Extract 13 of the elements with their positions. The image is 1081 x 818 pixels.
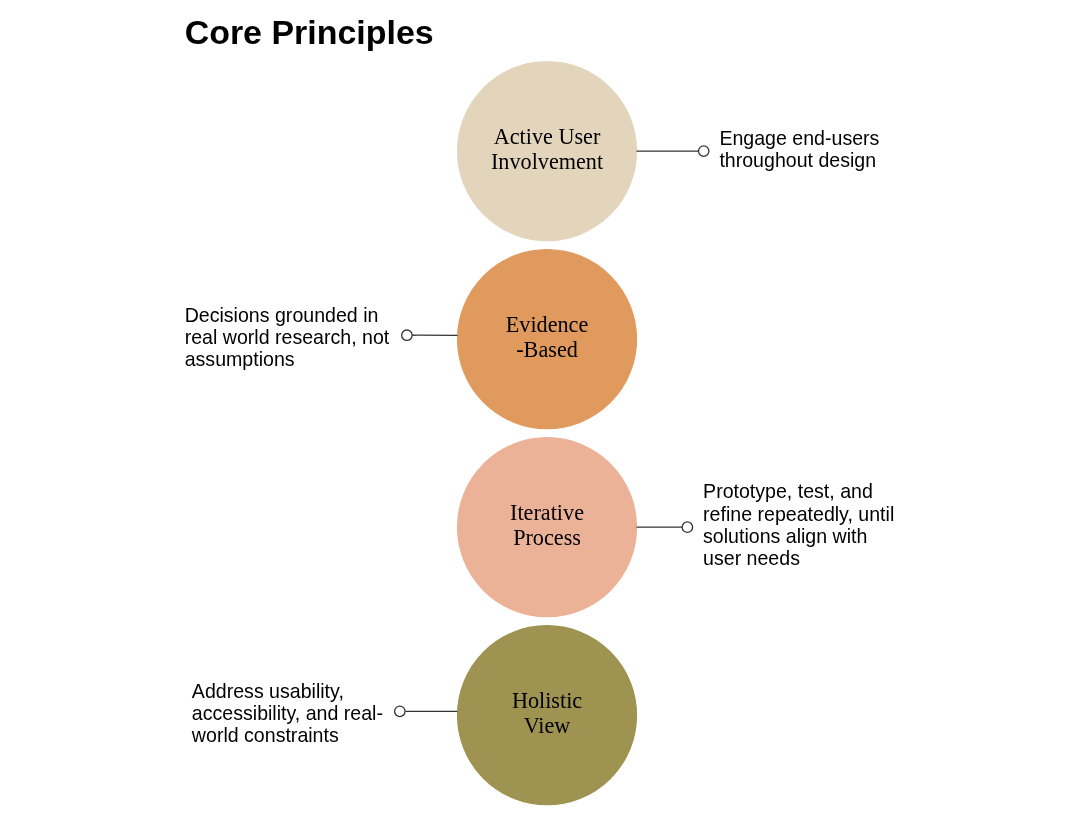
node-circle: Active User Involvement (456, 61, 638, 242)
node-text: Address usability, accessibility, and real-world constraints (191, 679, 384, 746)
connector (635, 521, 694, 534)
diagram-title: Core Principles (184, 13, 434, 52)
node-circle: Evidence -Based (456, 249, 638, 430)
node-circle: Holistic View (456, 625, 638, 806)
connector (635, 145, 710, 157)
node-circle: Iterative Process (456, 437, 638, 618)
node-text: Engage end-users throughout design (719, 126, 880, 171)
node-text: Decisions grounded in real world research, not assumptions (184, 303, 390, 370)
node-text: Prototype, test, and refine repeatedly, until solutions align with user needs (703, 480, 895, 570)
connector (393, 705, 459, 718)
connector (401, 329, 459, 342)
